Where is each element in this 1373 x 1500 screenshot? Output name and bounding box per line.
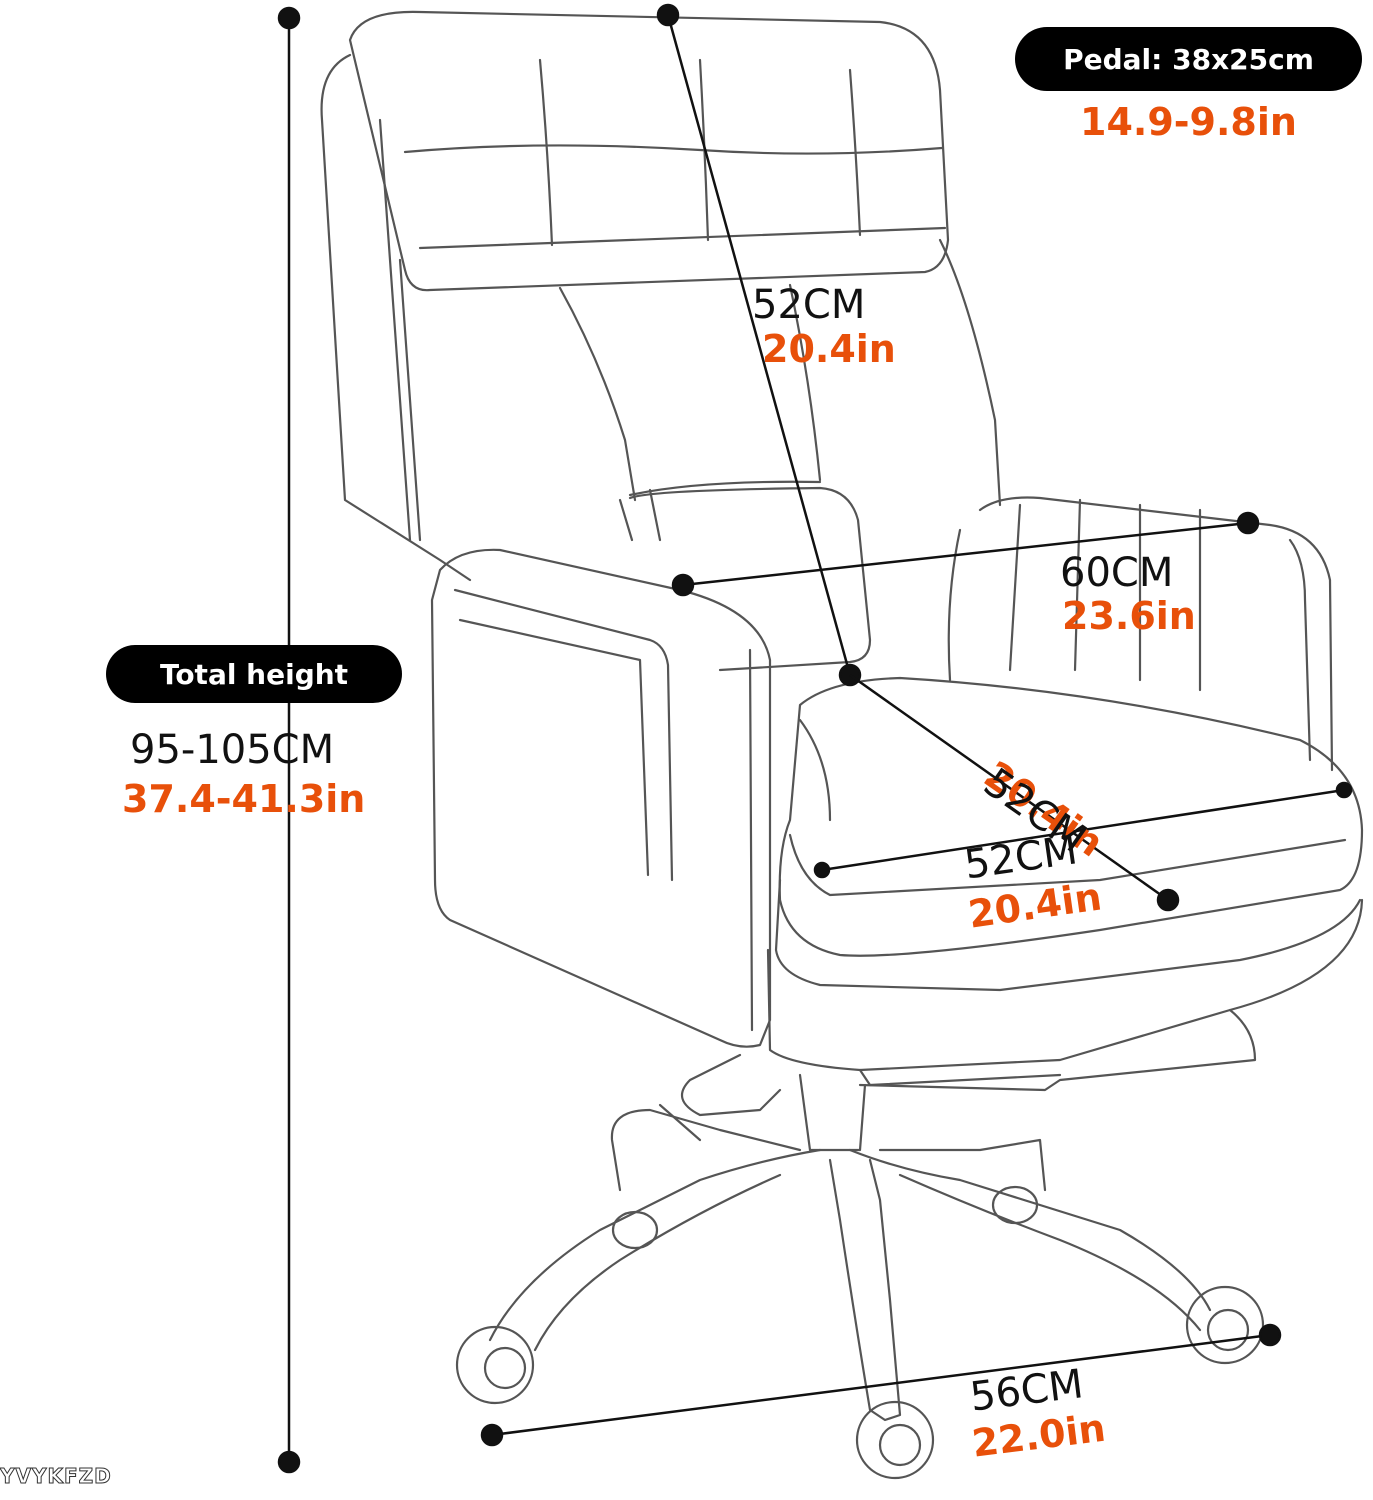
- total-height-cm: 95-105CM: [130, 727, 335, 773]
- pedal-inches: 14.9-9.8in: [1080, 100, 1297, 144]
- caster-front-center: [855, 1400, 935, 1480]
- overall-width-cm: 60CM: [1060, 550, 1174, 596]
- star-base: [488, 1148, 822, 1342]
- base-width-line: [491, 1333, 1271, 1437]
- total-height-inches: 37.4-41.3in: [122, 777, 366, 821]
- watermark: YVYKFZD: [0, 1464, 112, 1489]
- overall-width-inches: 23.6in: [1062, 594, 1196, 638]
- footrest: [858, 1008, 1257, 1092]
- backrest-height-cm: 52CM: [752, 282, 866, 328]
- seat-cushion: [778, 676, 1364, 957]
- total-height-bottom-dot: [277, 1450, 301, 1474]
- total-height-label: Total height: [106, 645, 402, 703]
- caster-rear-left: [611, 1210, 659, 1250]
- overall-width-line: [682, 521, 1249, 587]
- lumbar-pillow: [628, 486, 872, 672]
- caster-front-right: [1185, 1285, 1265, 1365]
- caster-rear-right: [991, 1185, 1039, 1225]
- seat-width-line: [821, 788, 1345, 872]
- headrest: [348, 10, 950, 292]
- left-armrest: [430, 548, 772, 1048]
- backrest-height-line: [666, 14, 852, 676]
- seat-depth-line: [849, 673, 1169, 902]
- right-armrest: [978, 496, 1334, 772]
- backrest-height-inches: 20.4in: [762, 327, 896, 371]
- mechanism: [680, 1053, 782, 1117]
- backrest: [320, 53, 472, 582]
- total-height-top-dot: [277, 6, 301, 30]
- caster-front-left: [455, 1325, 535, 1405]
- pedal-label: Pedal: 38x25cm: [1015, 27, 1362, 91]
